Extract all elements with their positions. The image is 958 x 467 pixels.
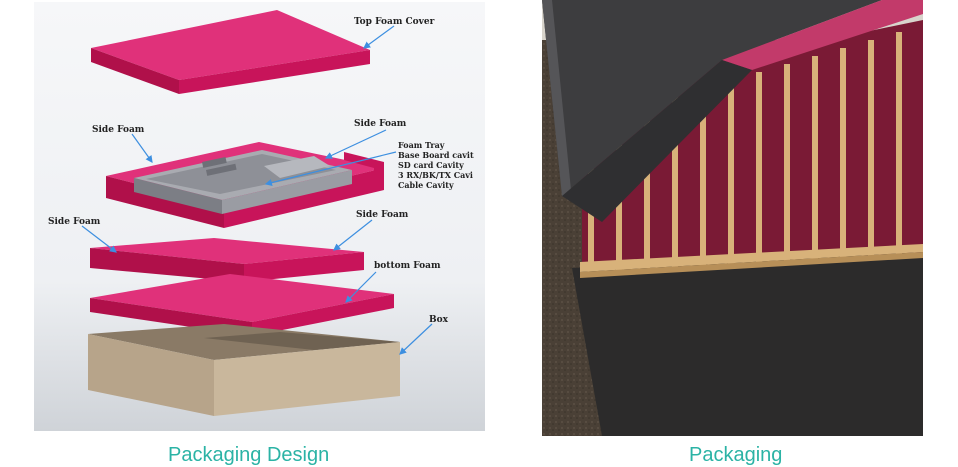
top-foam-cover: [91, 10, 370, 94]
packaging-photo-svg: [542, 0, 923, 436]
side-foam-pieces: [90, 238, 364, 282]
lid-foam-lining: [722, 0, 923, 70]
label-box: Box: [429, 315, 449, 325]
lid-fold: [562, 60, 752, 222]
box-body: [572, 250, 923, 436]
note-line: Foam Tray: [398, 140, 445, 150]
note-line: Base Board cavit: [398, 150, 474, 160]
caption-packaging-design: Packaging Design: [168, 444, 330, 466]
note-line: Cable Cavity: [398, 180, 454, 190]
note-line: 3 RX/BK/TX Cavi: [398, 170, 473, 180]
exploded-view-svg: Top Foam Cover Side Foam Side Foam Side …: [48, 10, 474, 416]
cardboard-dividers: [580, 32, 923, 278]
note-line: SD card Cavity: [398, 160, 464, 170]
label-bottom-foam: bottom Foam: [374, 261, 441, 271]
foam-tray-notes: Foam Tray Base Board cavit SD card Cavit…: [398, 140, 474, 190]
leader-arrows: [81, 25, 433, 355]
label-side-foam-upper-left: Side Foam: [92, 125, 145, 135]
label-side-foam-upper-right: Side Foam: [354, 119, 407, 129]
label-side-foam-lower-right: Side Foam: [356, 210, 409, 220]
packaging-photo: [542, 0, 923, 436]
packaging-design-diagram: Top Foam Cover Side Foam Side Foam Side …: [34, 2, 485, 431]
box: [88, 324, 400, 416]
label-side-foam-lower-left: Side Foam: [48, 217, 101, 227]
lid-edge: [542, 0, 572, 200]
label-top-foam-cover: Top Foam Cover: [354, 17, 435, 27]
foam-tray-assembly: [106, 142, 384, 228]
caption-packaging: Packaging: [689, 444, 783, 466]
box-lid: [542, 0, 882, 196]
